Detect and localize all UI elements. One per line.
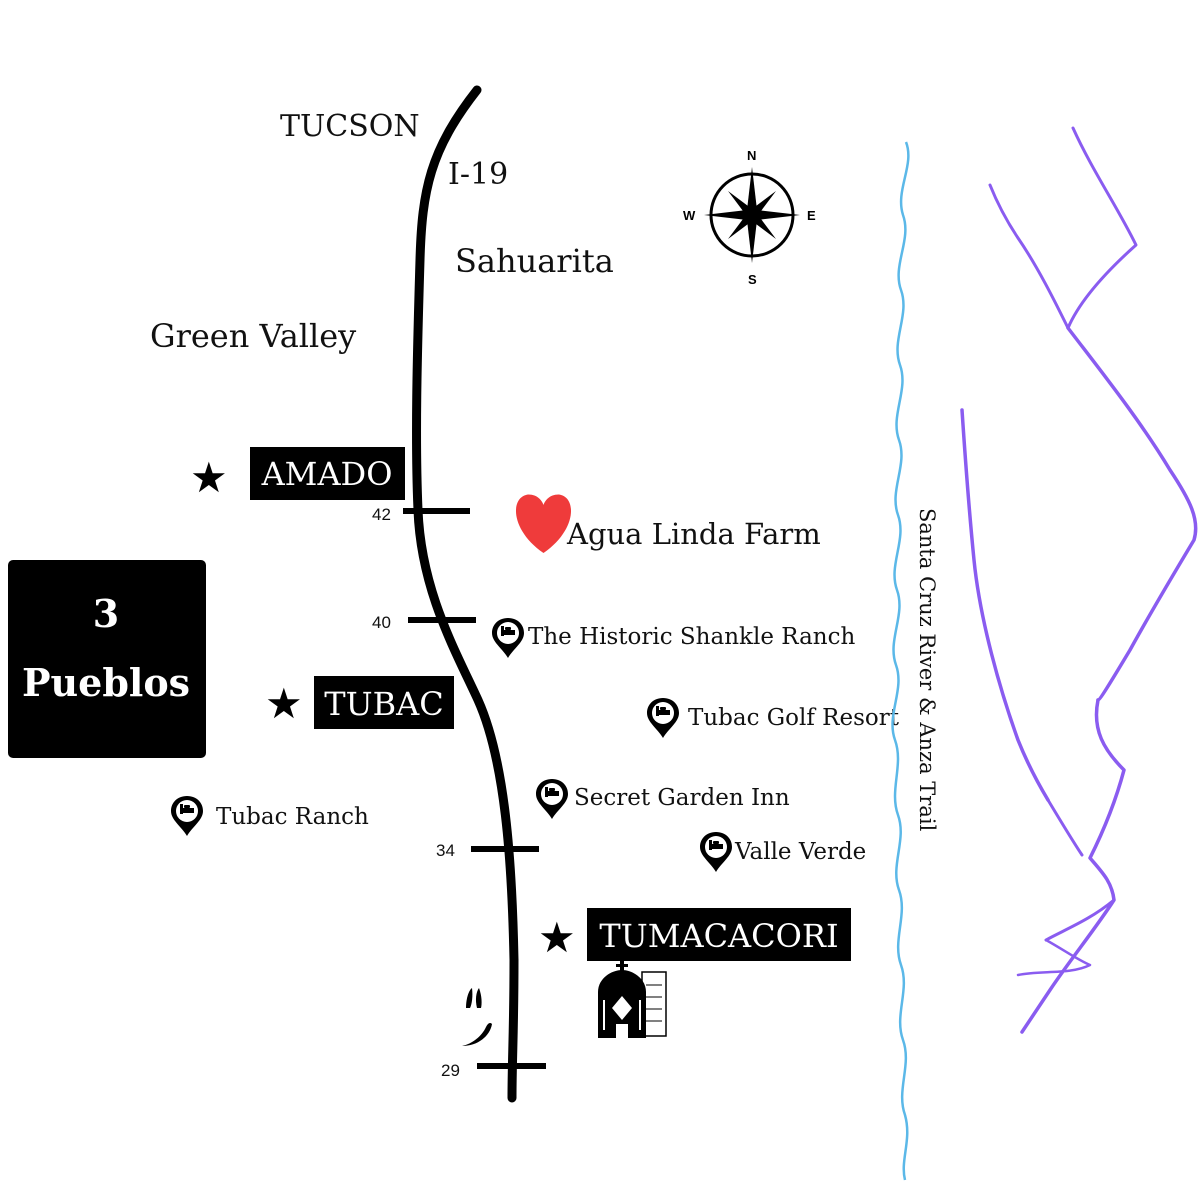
town-label-tumacacori: TUMACACORI (599, 917, 838, 955)
star-icon-tubac: ★ (265, 680, 303, 727)
highway-label: I-19 (448, 157, 508, 192)
compass-south-label: S (748, 272, 757, 287)
town-label-bg-tumacacori (587, 908, 851, 961)
exit-label-34: 34 (436, 841, 455, 860)
exit-label-40: 40 (372, 613, 391, 632)
compass-north-label: N (747, 148, 756, 163)
town-label-tubac: TUBAC (324, 685, 443, 723)
chili-pepper-icon (462, 1023, 492, 1046)
title-line-1: 3 (93, 591, 119, 636)
lodging-label-shankle: The Historic Shankle Ranch (528, 624, 855, 650)
farm-label: Agua Linda Farm (566, 517, 821, 551)
hotel-pin-icon (647, 698, 679, 738)
town-label-amado: AMADO (261, 455, 393, 493)
title-box (8, 560, 206, 758)
star-icon-tumacacori: ★ (538, 914, 576, 961)
mission-church-icon (598, 960, 667, 1038)
mountain-range (960, 126, 1198, 1034)
heart-icon (515, 494, 572, 553)
compass-east-label: E (807, 208, 816, 223)
hotel-pin-icon (171, 796, 203, 836)
lodging-label-secret-garden: Secret Garden Inn (574, 785, 790, 811)
river-label: Santa Cruz River & Anza Trail (915, 508, 939, 832)
exit-label-29: 29 (441, 1061, 460, 1080)
compass-west-label: W (683, 208, 696, 223)
star-icon-amado: ★ (190, 454, 228, 501)
lodging-label-valle-verde: Valle Verde (734, 839, 866, 865)
hotel-pin-icon (700, 832, 732, 872)
lodging-label-golf: Tubac Golf Resort (688, 705, 900, 731)
hotel-pin-icon (536, 779, 568, 819)
tamale-icon (466, 988, 482, 1008)
lodging-label-tubac-ranch: Tubac Ranch (216, 804, 369, 830)
place-label-sahuarita: Sahuarita (455, 242, 614, 280)
compass-rose-icon: N S E W (683, 148, 816, 287)
town-label-bg-tubac (314, 676, 454, 729)
exit-label-42: 42 (372, 505, 391, 524)
town-label-bg-amado (250, 447, 405, 500)
santa-cruz-river (891, 141, 910, 1181)
place-label-tucson: TUCSON (280, 109, 420, 144)
title-line-2: Pueblos (22, 660, 190, 705)
place-label-green-valley: Green Valley (150, 317, 356, 355)
interstate-i19-road (412, 85, 519, 1103)
hotel-pin-icon (492, 618, 524, 658)
